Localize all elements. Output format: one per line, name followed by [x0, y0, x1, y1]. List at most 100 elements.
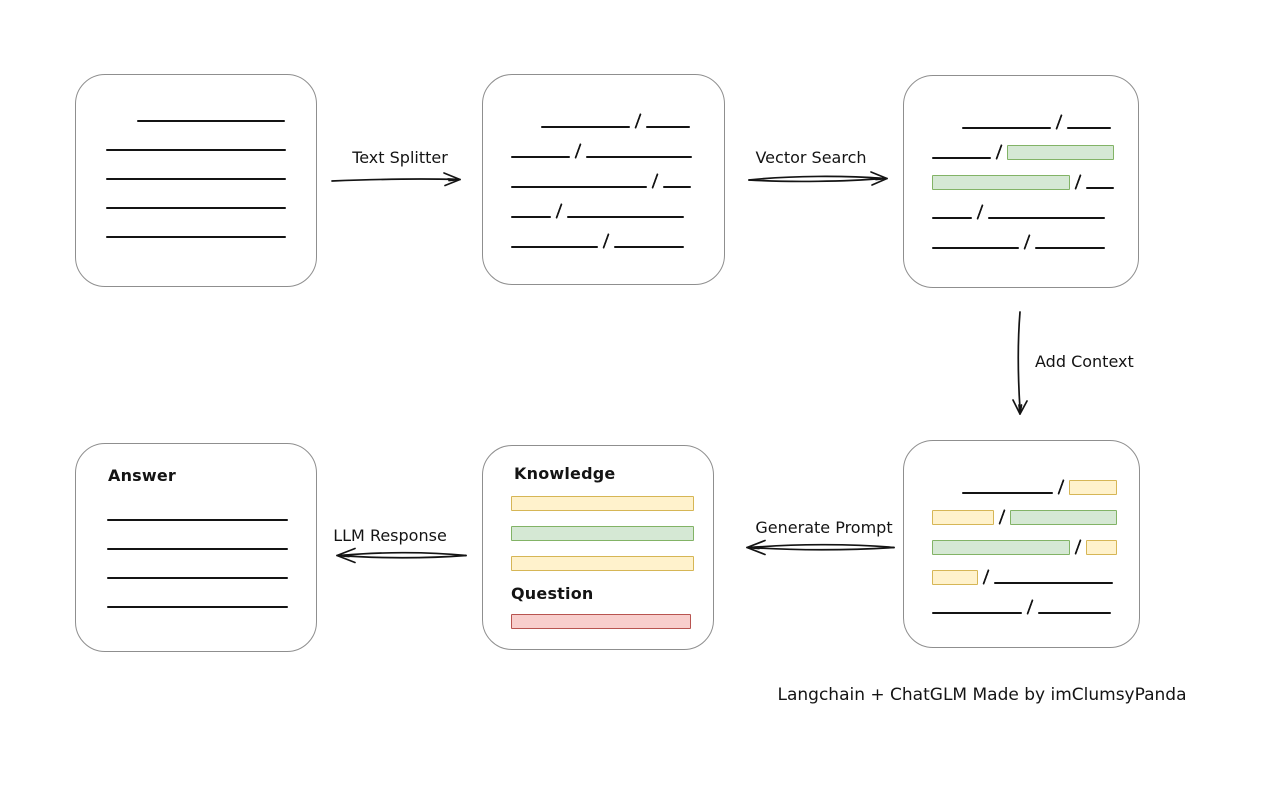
document-text-lines — [106, 120, 286, 238]
text-line — [137, 120, 285, 122]
chunk-line-segment — [567, 216, 684, 218]
text-splitter-label: Text Splitter — [352, 148, 448, 167]
vector-search-label: Vector Search — [755, 148, 867, 167]
answer-title: Answer — [108, 466, 177, 485]
green-highlight-chip — [1007, 145, 1114, 160]
chunk-row — [932, 142, 1114, 160]
vector-matched-rows — [932, 112, 1114, 250]
slash-separator — [1023, 234, 1031, 250]
slash-separator — [602, 233, 610, 249]
chunk-row — [511, 141, 692, 159]
slash-separator — [555, 203, 563, 219]
chunk-line-segment — [932, 612, 1022, 614]
chunk-row — [932, 232, 1114, 250]
question-bars — [511, 614, 691, 629]
text-line — [107, 577, 288, 579]
chunk-row — [511, 171, 692, 189]
arrow-generate-prompt — [738, 538, 898, 560]
chunk-row — [511, 231, 692, 249]
chunk-line-segment — [932, 247, 1019, 249]
node-vector-matched-chunks — [903, 75, 1139, 288]
chunk-row — [511, 201, 692, 219]
text-line — [106, 178, 286, 180]
chunk-line-segment — [1038, 612, 1111, 614]
green-highlight-chip — [932, 175, 1070, 190]
yellow-highlight-chip — [932, 570, 978, 585]
slash-separator — [976, 204, 984, 220]
chunk-line-segment — [511, 186, 647, 188]
slash-separator — [982, 569, 990, 585]
yellow-bar — [511, 496, 694, 511]
arrow-add-context — [1008, 308, 1034, 422]
yellow-highlight-chip — [932, 510, 994, 525]
slash-separator — [1057, 479, 1065, 495]
arrow-llm-response — [328, 546, 470, 568]
chunk-row — [932, 507, 1117, 525]
chunk-line-segment — [586, 156, 692, 158]
chunk-line-segment — [962, 492, 1053, 494]
knowledge-bars — [511, 496, 694, 571]
slash-separator — [995, 144, 1003, 160]
slash-separator — [1055, 114, 1063, 130]
chunk-row — [932, 597, 1117, 615]
chunk-row — [932, 537, 1117, 555]
node-answer: Answer — [75, 443, 317, 652]
chunk-line-segment — [663, 186, 691, 188]
chunk-line-segment — [511, 246, 598, 248]
chunk-row — [932, 112, 1114, 130]
chunk-line-segment — [994, 582, 1113, 584]
chunk-row — [932, 567, 1117, 585]
arrow-vector-search — [746, 168, 892, 192]
slash-separator — [1074, 174, 1082, 190]
context-added-rows — [932, 477, 1117, 615]
knowledge-title: Knowledge — [514, 464, 616, 483]
node-source-document — [75, 74, 317, 287]
chunk-line-segment — [541, 126, 630, 128]
chunk-line-segment — [1067, 127, 1111, 129]
green-highlight-chip — [1010, 510, 1117, 525]
chunk-row — [932, 477, 1117, 495]
chunk-line-segment — [511, 216, 551, 218]
slash-separator — [998, 509, 1006, 525]
yellow-highlight-chip — [1069, 480, 1117, 495]
arrow-text-splitter — [328, 168, 468, 192]
llm-response-label: LLM Response — [333, 526, 447, 545]
text-line — [106, 149, 286, 151]
chunk-line-segment — [988, 217, 1105, 219]
node-split-text-chunks — [482, 74, 725, 285]
slash-separator — [634, 113, 642, 129]
text-line — [106, 207, 286, 209]
text-line — [107, 606, 288, 608]
slash-separator — [651, 173, 659, 189]
chunk-line-segment — [932, 217, 972, 219]
chunk-row — [932, 172, 1114, 190]
slash-separator — [574, 143, 582, 159]
chunk-line-segment — [614, 246, 684, 248]
chunk-line-segment — [962, 127, 1051, 129]
chunk-row — [932, 202, 1114, 220]
chunk-line-segment — [511, 156, 570, 158]
question-title: Question — [511, 584, 594, 603]
chunk-row — [511, 111, 692, 129]
text-line — [107, 548, 288, 550]
yellow-highlight-chip — [1086, 540, 1117, 555]
red-bar — [511, 614, 691, 629]
node-prompt: Knowledge Question — [482, 445, 714, 650]
chunk-line-segment — [932, 157, 991, 159]
diagram-caption: Langchain + ChatGLM Made by imClumsyPand… — [777, 685, 1187, 705]
chunk-line-segment — [646, 126, 690, 128]
green-highlight-chip — [932, 540, 1070, 555]
text-line — [106, 236, 286, 238]
green-bar — [511, 526, 694, 541]
yellow-bar — [511, 556, 694, 571]
chunk-line-segment — [1086, 187, 1114, 189]
slash-separator — [1074, 539, 1082, 555]
slash-separator — [1026, 599, 1034, 615]
add-context-label: Add Context — [1035, 352, 1134, 371]
text-line — [107, 519, 288, 521]
node-context-added-chunks — [903, 440, 1140, 648]
split-chunk-rows — [511, 111, 692, 249]
generate-prompt-label: Generate Prompt — [755, 518, 893, 537]
chunk-line-segment — [1035, 247, 1105, 249]
